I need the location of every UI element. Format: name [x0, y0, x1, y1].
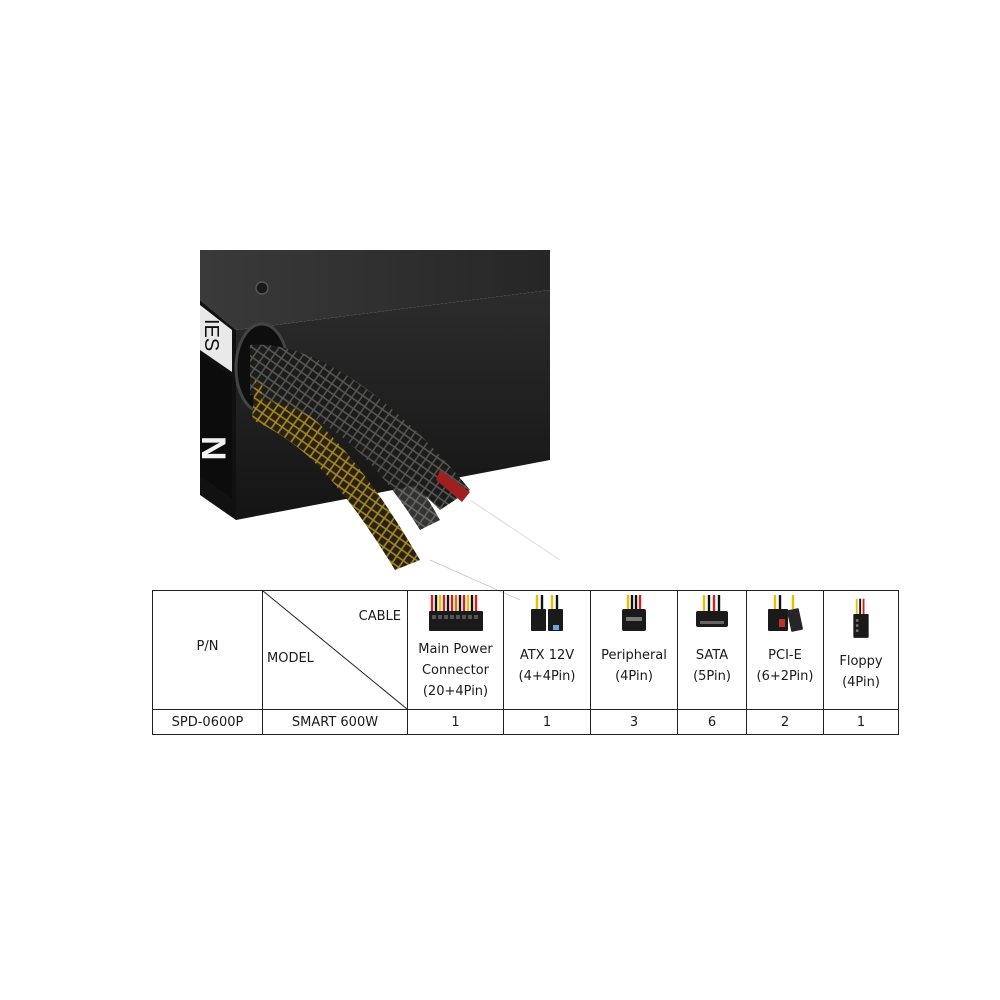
connector-label-peripheral: Peripheral (4Pin)	[591, 645, 677, 687]
count-peripheral: 3	[590, 709, 678, 735]
pn-cell: SPD-0600P	[152, 709, 263, 735]
cable-model-corner-cell: CABLE MODEL	[262, 590, 408, 710]
connector-line: (5Pin)	[693, 669, 731, 684]
eps-8pin-connector-icon	[531, 595, 563, 631]
count-main-power: 1	[407, 709, 504, 735]
connector-header-pcie: PCI-E (6+2Pin)	[746, 590, 824, 710]
connector-line: Peripheral	[601, 648, 667, 663]
connector-line: Floppy	[839, 654, 883, 669]
count-sata: 6	[677, 709, 747, 735]
table-header-row: P/N CABLE MODEL	[152, 590, 899, 710]
connector-label-sata: SATA (5Pin)	[678, 645, 746, 687]
connector-header-atx12v: ATX 12V (4+4Pin)	[503, 590, 591, 710]
label-fragment-top: IES	[200, 319, 222, 351]
braided-cable-bundle	[250, 344, 561, 600]
connector-line: (20+4Pin)	[422, 684, 489, 699]
pn-header: P/N	[196, 638, 219, 654]
connector-label-floppy: Floppy (4Pin)	[824, 651, 898, 693]
molex-connector-icon	[622, 595, 646, 631]
psu-product-photo: IES N	[194, 250, 561, 600]
connector-line: Connector	[421, 663, 490, 678]
connector-line: (4+4Pin)	[518, 669, 576, 684]
sata-connector-icon	[696, 595, 728, 627]
table-row: SPD-0600P SMART 600W 1 1 3 6 2 1	[152, 709, 899, 735]
connector-header-sata: SATA (5Pin)	[677, 590, 747, 710]
connector-line: Main Power	[418, 642, 493, 657]
connector-line: PCI-E	[768, 648, 802, 663]
pn-header-cell: P/N	[152, 590, 263, 710]
connector-line: ATX 12V	[519, 648, 575, 663]
model-header: MODEL	[267, 651, 314, 666]
connector-label-main-power: Main Power Connector (20+4Pin)	[408, 639, 503, 702]
label-fragment-big: N	[194, 436, 232, 461]
connector-line: (6+2Pin)	[756, 669, 814, 684]
connector-line: SATA	[695, 648, 729, 663]
count-atx12v: 1	[503, 709, 591, 735]
connector-label-pcie: PCI-E (6+2Pin)	[747, 645, 823, 687]
cable-header: CABLE	[358, 609, 401, 624]
connector-header-floppy: Floppy (4Pin)	[823, 590, 899, 710]
connector-header-peripheral: Peripheral (4Pin)	[590, 590, 678, 710]
floppy-connector-icon	[853, 598, 869, 638]
connector-line: (4Pin)	[615, 669, 653, 684]
connector-line: (4Pin)	[842, 675, 880, 690]
count-floppy: 1	[823, 709, 899, 735]
pcie-connector-icon	[768, 595, 803, 632]
connector-header-main-power: Main Power Connector (20+4Pin)	[407, 590, 504, 710]
count-pcie: 2	[746, 709, 824, 735]
model-cell: SMART 600W	[262, 709, 408, 735]
screw-icon	[255, 281, 269, 295]
connector-label-atx12v: ATX 12V (4+4Pin)	[504, 645, 590, 687]
cable-spec-table: P/N CABLE MODEL	[152, 590, 899, 735]
atx-24pin-connector-icon	[428, 595, 483, 631]
diagonal-divider	[263, 591, 407, 709]
